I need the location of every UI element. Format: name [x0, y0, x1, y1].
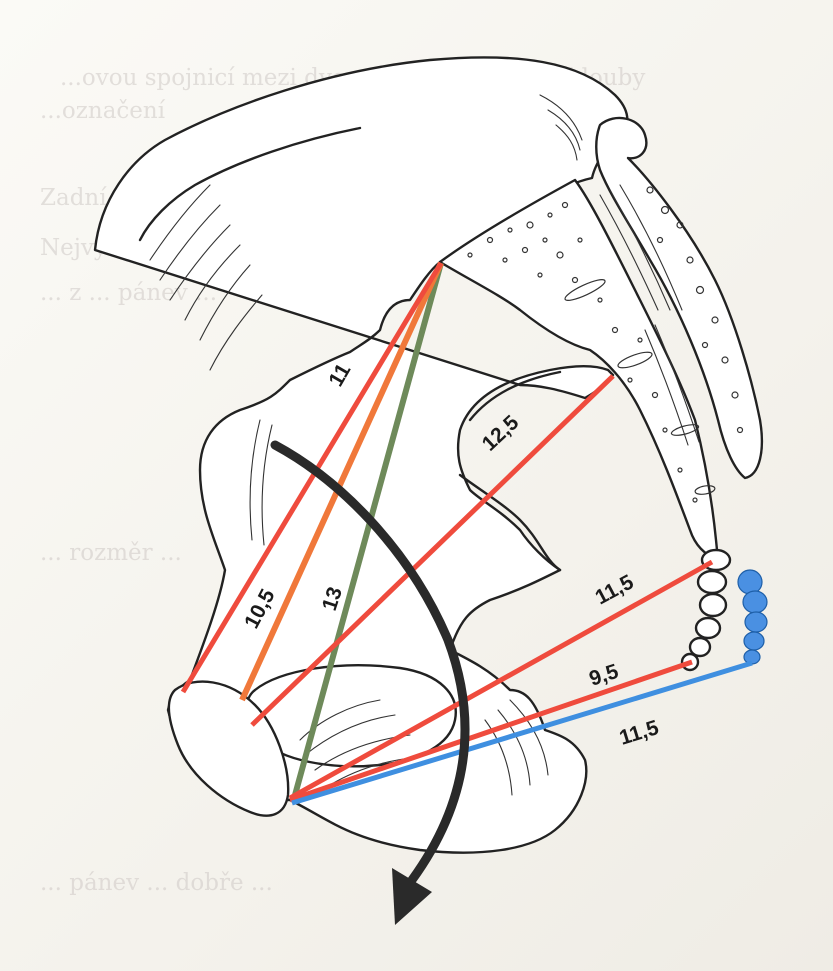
bg-text-line: ...označení — [40, 98, 166, 124]
bg-text-line: ... z ... pánev ... — [40, 280, 217, 306]
coccyx-blue-segment — [744, 650, 760, 664]
coccyx-blue-segment — [745, 612, 767, 632]
label-11-5-upper: 11,5 — [592, 570, 638, 609]
bg-text-line: ... rozměr ... — [40, 540, 182, 566]
label-12-5: 12,5 — [478, 411, 524, 456]
coccyx-blue — [738, 570, 767, 664]
coccyx-blue-segment — [743, 591, 767, 613]
coccyx-blue-segment — [744, 632, 764, 650]
bg-text-line: ... pánev ... dobře ... — [40, 870, 273, 896]
hip-bone — [95, 57, 627, 852]
coccyx-blue-segment — [738, 570, 762, 594]
coccyx — [682, 550, 767, 670]
label-11-5-lower: 11,5 — [617, 716, 662, 750]
